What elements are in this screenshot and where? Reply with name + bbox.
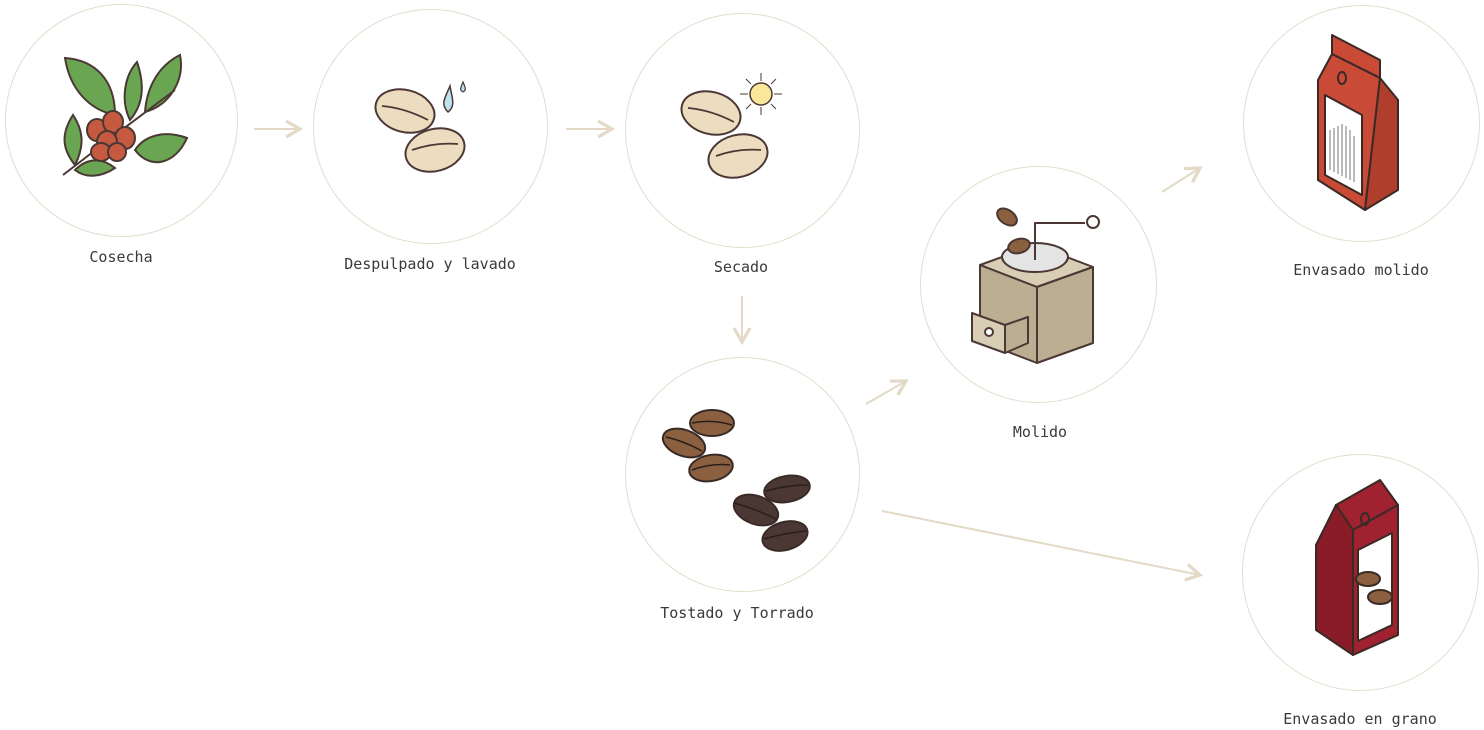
step-label-molido: Molido [1012,423,1068,441]
sun-drying-beans-icon [680,73,782,179]
step-circle-envasado-molido [1243,5,1480,242]
ground-coffee-bag-icon [1317,34,1399,211]
step-circle-envasado-grano [1242,454,1479,691]
step-label-envasado-molido: Envasado molido [1293,261,1429,279]
arrow-tostado-molido [865,379,909,405]
step-circle-despulpado [313,9,548,244]
arrow-molido-envasado [1161,166,1203,193]
roasted-beans-icon [661,409,811,552]
step-label-despulpado: Despulpado y lavado [344,255,516,273]
arrow-tostado-envasado-grano [881,510,1204,582]
coffee-branch-icon [62,53,189,177]
coffee-grinder-icon [971,207,1100,364]
step-circle-molido [920,166,1157,403]
step-label-cosecha: Cosecha [89,248,153,266]
step-circle-secado [625,13,860,248]
step-label-envasado-grano: Envasado en grano [1283,710,1437,728]
bean-coffee-bag-icon [1315,479,1399,656]
step-label-tostado: Tostado y Torrado [660,604,814,622]
washed-beans-icon [374,80,466,173]
step-circle-cosecha [5,4,238,237]
step-circle-tostado [625,357,860,592]
step-label-secado: Secado [713,258,769,276]
